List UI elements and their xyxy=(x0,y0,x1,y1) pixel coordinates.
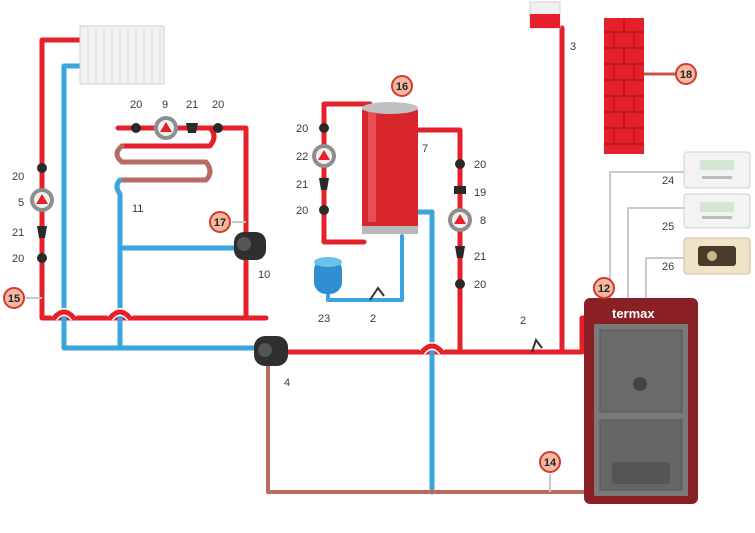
check-valve-icon[interactable] xyxy=(319,178,329,190)
hot-water-tank-icon xyxy=(362,102,418,234)
label-20: 20 xyxy=(12,253,24,265)
ball-valve-icon[interactable] xyxy=(319,205,329,215)
callouts: 15 16 17 18 12 14 xyxy=(3,63,697,492)
label-8: 8 xyxy=(480,215,486,227)
pipe-radiator-return xyxy=(61,63,271,351)
label-11: 11 xyxy=(132,203,143,215)
callout-badge: 16 xyxy=(391,75,413,97)
chimney-icon xyxy=(604,18,644,154)
thermostat-icon[interactable] xyxy=(683,193,751,229)
label-24: 24 xyxy=(662,175,674,187)
radiator-icon xyxy=(79,25,165,85)
pump-icon[interactable] xyxy=(154,116,178,140)
safety-valve-icon[interactable] xyxy=(531,337,543,353)
label-20: 20 xyxy=(474,159,486,171)
label-2: 2 xyxy=(370,313,376,325)
label-21: 21 xyxy=(186,99,198,111)
callout-badge: 15 xyxy=(3,287,42,309)
label-26: 26 xyxy=(662,261,674,273)
pump-icon[interactable] xyxy=(448,208,472,232)
label-20: 20 xyxy=(212,99,224,111)
label-20: 20 xyxy=(296,123,308,135)
label-20: 20 xyxy=(474,279,486,291)
label-20: 20 xyxy=(296,205,308,217)
tank-loop-fittings xyxy=(312,123,472,289)
label-5: 5 xyxy=(18,197,24,209)
pipe-floor-coil-top xyxy=(115,125,217,149)
thermostat-icon[interactable] xyxy=(683,151,751,189)
label-21: 21 xyxy=(12,227,24,239)
boiler-icon: termax xyxy=(584,298,698,504)
floor-loop-fittings xyxy=(131,116,266,260)
pipe-floor-coil-mid xyxy=(114,143,213,183)
callout-badge: 12 xyxy=(593,277,615,299)
callout-badge: 18 xyxy=(675,63,697,85)
label-4: 4 xyxy=(284,377,290,389)
label-9: 9 xyxy=(162,99,168,111)
left-loop-fittings xyxy=(30,163,54,263)
ball-valve-icon[interactable] xyxy=(319,123,329,133)
pump-icon[interactable] xyxy=(30,188,54,212)
ball-valve-icon[interactable] xyxy=(213,123,223,133)
ball-valve-icon[interactable] xyxy=(37,253,47,263)
check-valve-icon[interactable] xyxy=(454,186,466,194)
callout-badge: 14 xyxy=(539,451,561,492)
three-way-valve-icon[interactable] xyxy=(254,336,288,366)
crossover-1b xyxy=(52,309,76,320)
crossover-3b xyxy=(420,343,444,354)
pipe-tank-supply-left xyxy=(321,101,373,245)
boiler-brand: termax xyxy=(612,306,655,321)
svg-text:15: 15 xyxy=(8,293,20,305)
label-21: 21 xyxy=(474,251,486,263)
check-valve-icon[interactable] xyxy=(455,246,465,258)
svg-text:14: 14 xyxy=(544,457,557,469)
label-22: 22 xyxy=(296,151,308,163)
open-expansion-tank-icon xyxy=(529,1,561,29)
pump-icon[interactable] xyxy=(312,144,336,168)
ball-valve-icon[interactable] xyxy=(455,279,465,289)
svg-text:16: 16 xyxy=(396,81,408,93)
safety-valve-icon[interactable] xyxy=(369,286,385,301)
label-23: 23 xyxy=(318,313,330,325)
pipe-radiator-supply xyxy=(39,37,269,321)
check-valve-icon[interactable] xyxy=(37,226,47,238)
label-10: 10 xyxy=(258,269,270,281)
label-20: 20 xyxy=(12,171,24,183)
label-21: 21 xyxy=(296,179,308,191)
crossover-2b xyxy=(108,309,132,320)
pipe-return-bypass xyxy=(266,362,592,494)
label-7: 7 xyxy=(422,143,428,155)
thermostat-wires xyxy=(609,171,685,301)
controller-icon[interactable] xyxy=(683,237,751,275)
label-19: 19 xyxy=(474,187,486,199)
callout-badge: 17 xyxy=(209,211,246,233)
check-valve-icon[interactable] xyxy=(186,123,198,133)
svg-text:17: 17 xyxy=(214,217,226,229)
label-2: 2 xyxy=(520,315,526,327)
ball-valve-icon[interactable] xyxy=(455,159,465,169)
pipe-crossovers xyxy=(50,308,446,355)
label-25: 25 xyxy=(662,221,674,233)
three-way-valve-icon[interactable] xyxy=(234,232,266,260)
label-20: 20 xyxy=(130,99,142,111)
pipe-expansion-line xyxy=(326,234,404,302)
label-3: 3 xyxy=(570,41,576,53)
ball-valve-icon[interactable] xyxy=(37,163,47,173)
pipe-tank-supply-right xyxy=(411,127,463,355)
svg-text:12: 12 xyxy=(598,283,610,295)
expansion-vessel-icon xyxy=(314,257,342,294)
labels: 20 9 21 20 20 5 21 20 11 10 4 20 22 21 2… xyxy=(12,41,674,389)
svg-text:18: 18 xyxy=(680,69,692,81)
pipe-floor-return xyxy=(114,177,239,351)
ball-valve-icon[interactable] xyxy=(131,123,141,133)
